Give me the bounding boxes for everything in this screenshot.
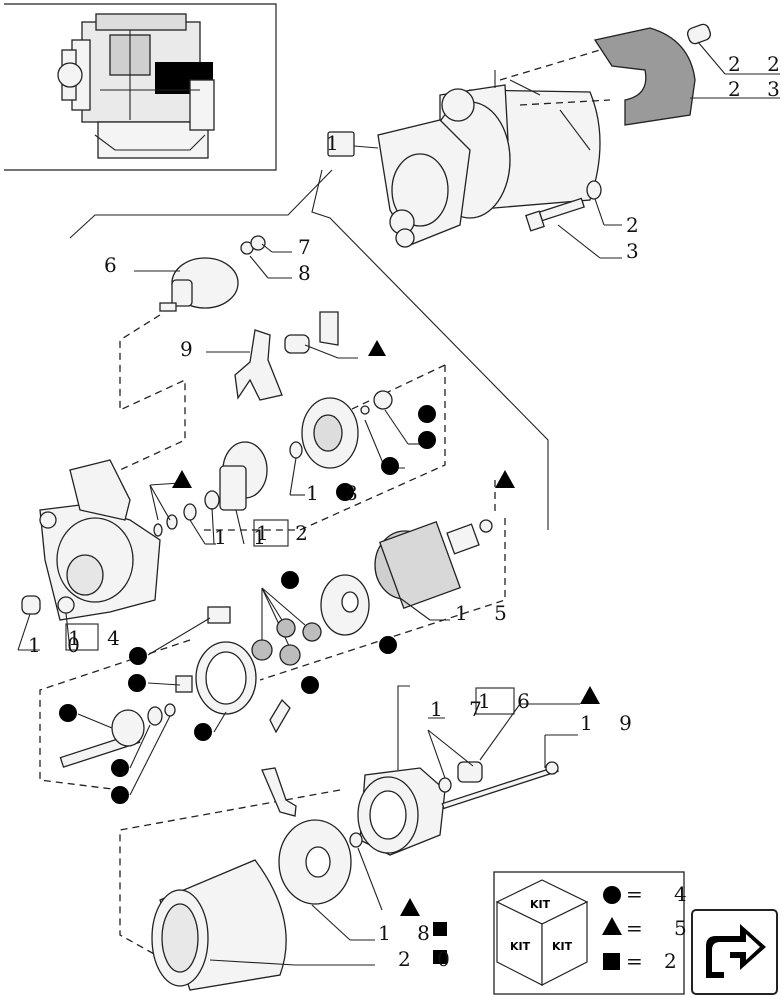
square-marker	[433, 950, 447, 964]
callout-9: 9	[180, 337, 203, 361]
next-page-arrow-icon	[706, 924, 766, 978]
cover-shield: 2 2 2 3	[593, 23, 784, 126]
legend-eq-3: =	[626, 949, 643, 973]
kit-box	[253, 519, 289, 547]
callout-20: 2 0	[398, 947, 460, 971]
callout-12: 1 2	[256, 521, 318, 545]
legend-square-symbol	[603, 953, 620, 970]
armature-group: 1 5	[259, 470, 517, 681]
circle-marker	[111, 786, 129, 804]
engine-silhouette	[57, 13, 215, 159]
callout-16: 1 6	[478, 689, 540, 713]
callout-1: 1	[326, 131, 349, 155]
next-page-button[interactable]	[691, 909, 778, 995]
triangle-marker	[400, 898, 420, 916]
commutator-end-group: 1 7 1 6 1 9	[357, 685, 642, 856]
legend-eq-1: =	[626, 882, 643, 906]
callout-19: 1 9	[580, 711, 642, 735]
callout-15: 1 5	[455, 601, 517, 625]
callout-10: 1 0	[28, 633, 90, 657]
assembly-tag-1: 1	[69, 131, 549, 530]
callout-22: 2 2	[728, 52, 784, 76]
callout-11: 1 1	[214, 525, 276, 549]
engine-thumbnail	[4, 3, 277, 171]
legend-circle-symbol	[603, 886, 621, 904]
triangle-marker	[172, 470, 192, 488]
solenoid-group: 6 7 8	[104, 235, 321, 471]
square-marker	[433, 922, 447, 936]
circle-marker	[418, 431, 436, 449]
circle-marker	[194, 723, 212, 741]
circle-marker	[111, 759, 129, 777]
pinion-parts: 1 1 1 2	[149, 470, 318, 549]
circle-marker	[379, 636, 397, 654]
drive-end-housing: 1 0 1 4	[17, 459, 161, 657]
circle-marker	[381, 457, 399, 475]
legend-value-circle: 4	[674, 882, 687, 906]
callout-17: 1 7	[430, 697, 492, 721]
circle-marker	[336, 483, 354, 501]
callout-23: 2 3	[728, 77, 784, 101]
kit-label-right: KIT	[552, 940, 573, 953]
circle-marker	[129, 647, 147, 665]
callout-8: 8	[298, 261, 321, 285]
circle-marker	[281, 571, 299, 589]
circle-marker	[301, 676, 319, 694]
callout-13: 1 3	[306, 481, 368, 505]
kit-box	[65, 623, 99, 651]
legend-triangle-symbol	[602, 917, 622, 935]
callout-7: 7	[298, 235, 321, 259]
bolt-and-washer: 2 3	[525, 180, 649, 263]
callout-18: 1 8	[378, 921, 440, 945]
starter-motor-assembly	[377, 49, 611, 248]
circle-marker	[128, 674, 146, 692]
kit-label-top: KIT	[530, 898, 551, 911]
callout-2: 2	[626, 213, 649, 237]
kit-box	[475, 687, 515, 715]
kit-cube-icon: KIT KIT KIT	[495, 879, 589, 986]
circle-marker	[418, 405, 436, 423]
callout-14: 1 4	[68, 626, 130, 650]
frame-brush-group: 1 8 2 0	[119, 767, 460, 991]
triangle-marker	[368, 340, 386, 356]
legend-value-triangle: 5	[674, 916, 687, 940]
output-shaft	[59, 703, 176, 804]
triangle-marker	[495, 470, 515, 488]
planetary-gear-group	[39, 571, 322, 791]
kit-label-left: KIT	[510, 940, 531, 953]
circle-marker	[59, 704, 77, 722]
callout-6: 6	[104, 253, 127, 277]
drive-group: 1 3	[200, 364, 446, 531]
legend-eq-2: =	[626, 916, 643, 940]
triangle-marker	[580, 686, 600, 704]
shift-lever-group: 9	[180, 311, 386, 401]
callout-3: 3	[626, 239, 649, 263]
